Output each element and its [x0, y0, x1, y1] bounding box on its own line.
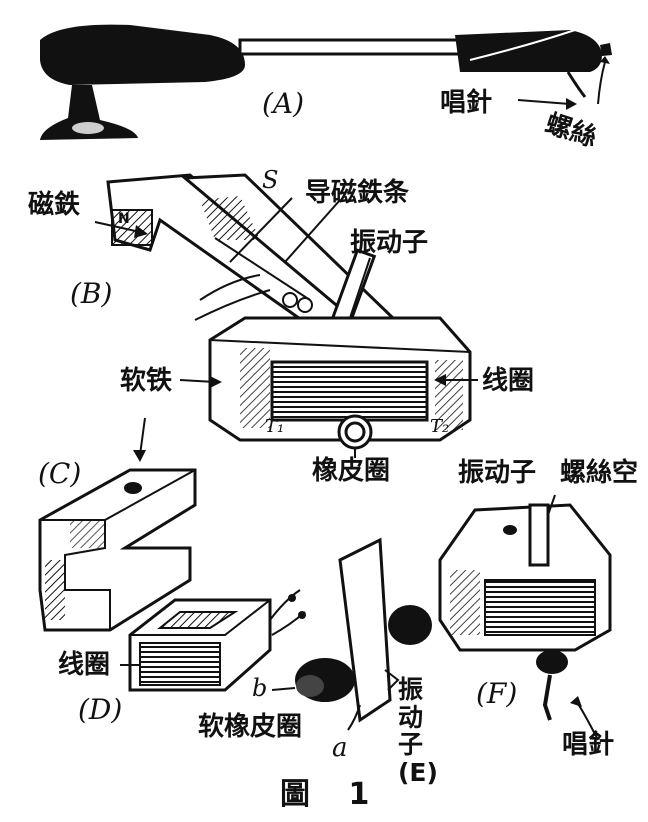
coil-part-drawing	[120, 589, 306, 692]
panel-label-a: (A)	[262, 87, 305, 120]
b-mark-label: b	[252, 674, 268, 702]
soft-iron-label: 软铁	[120, 366, 173, 396]
coil-label-b: 线圈	[482, 366, 535, 396]
assembled-side-drawing	[438, 494, 612, 741]
screw-hole-label: 螺絲空	[560, 458, 639, 488]
panel-label-c: (C)	[38, 457, 82, 490]
magnet-label: 磁鉄	[28, 190, 81, 220]
pickup-assembly-drawing	[94, 173, 478, 458]
n-pole-label: N	[118, 211, 130, 227]
figure-caption: 圖 1	[280, 777, 384, 812]
armature-label-e: 振动子(E)	[398, 675, 438, 787]
panel-label-b: (B)	[70, 277, 113, 310]
armature-part-drawing	[271, 537, 432, 731]
magnetic-bar-label: 导磁鉄条	[305, 178, 410, 208]
t2-label: T₂	[430, 416, 450, 437]
soft-rubber-ring-label: 软橡皮圈	[198, 712, 303, 742]
stylus-label-f: 唱針	[562, 730, 615, 760]
t1-label: T₁	[265, 416, 285, 437]
armature-label-f: 振动子	[458, 458, 537, 488]
armature-label-b: 振动子	[350, 228, 429, 258]
coil-label-d: 线圈	[58, 650, 111, 680]
soft-iron-part-drawing	[38, 417, 197, 632]
panel-label-d: (D)	[78, 693, 123, 726]
rubber-ring-label: 橡皮圈	[312, 456, 391, 486]
stylus-label-a: 唱針	[440, 88, 493, 118]
panel-label-f: (F)	[476, 677, 518, 710]
tone-arm-drawing	[40, 24, 612, 140]
s-pole-label: S	[262, 166, 279, 194]
a-mark-label: a	[332, 733, 348, 763]
